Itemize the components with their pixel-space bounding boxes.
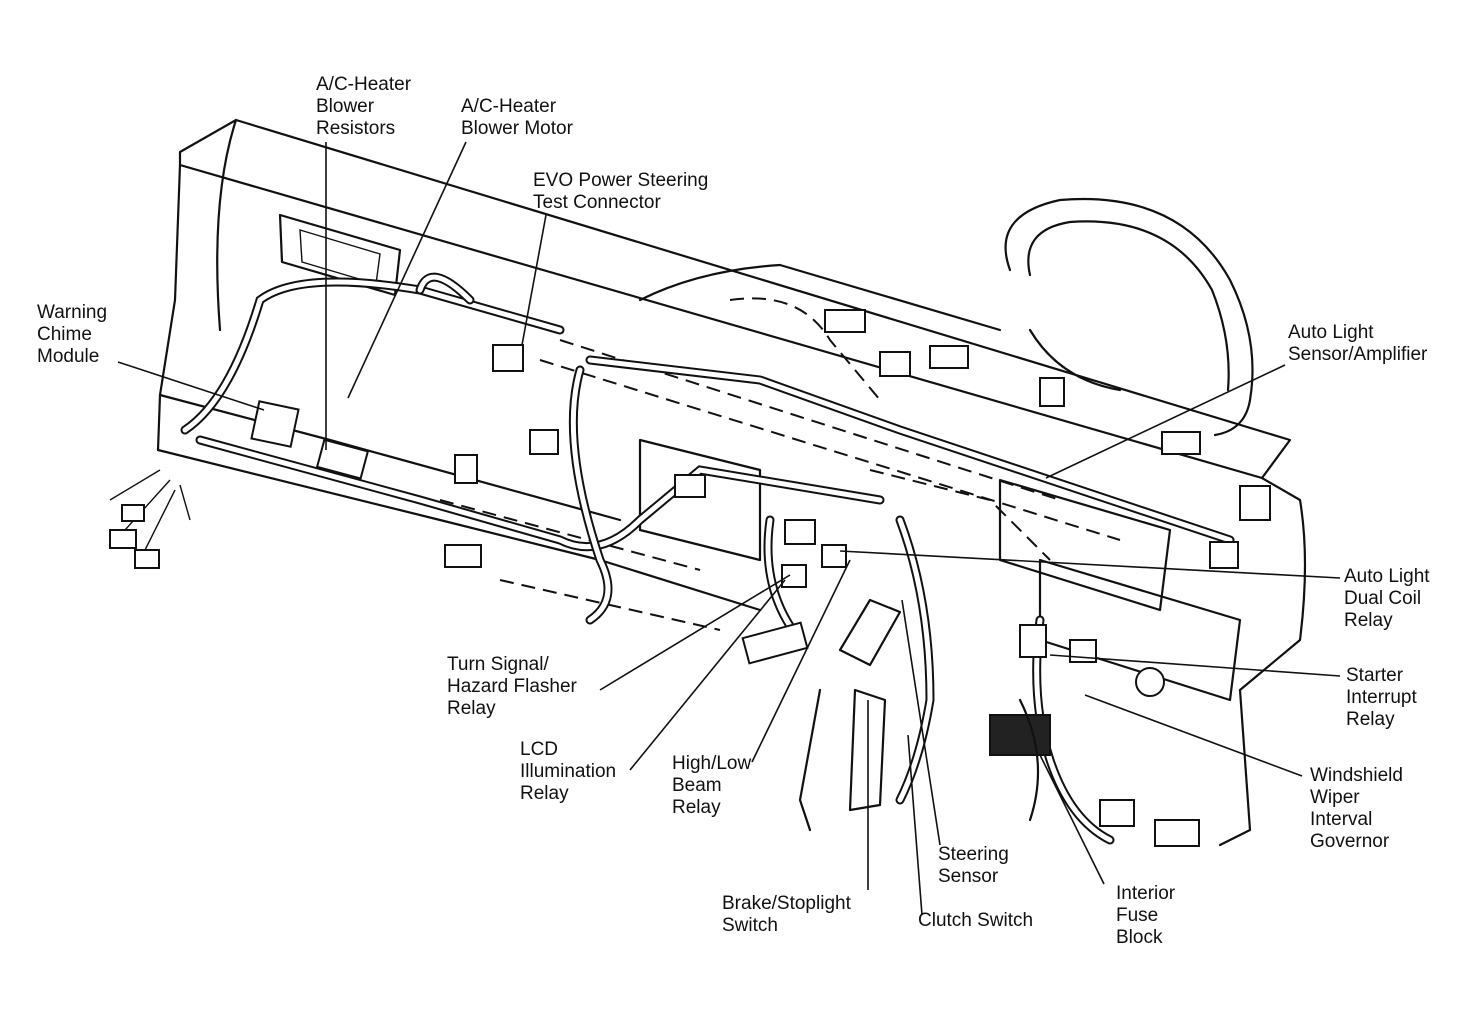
label-evo-test-connector: EVO Power Steering Test Connector xyxy=(533,170,709,213)
label-high-low-beam-relay: High/Low Beam Relay xyxy=(672,753,752,818)
label-turn-signal-relay: Turn Signal/ Hazard Flasher Relay xyxy=(447,654,577,719)
wiring-harness xyxy=(109,272,1235,845)
leader-lines xyxy=(117,141,1341,916)
components xyxy=(109,309,1271,847)
label-auto-light-relay: Auto Light Dual Coil Relay xyxy=(1344,566,1430,631)
label-steering-sensor: Steering Sensor xyxy=(938,844,1009,887)
label-blower-motor: A/C-Heater Blower Motor xyxy=(461,96,573,139)
label-warning-chime-module: Warning Chime Module xyxy=(37,302,108,367)
steering-wheel xyxy=(1004,198,1254,437)
label-blower-resistors: A/C-Heater Blower Resistors xyxy=(316,74,412,139)
dashboard-outline xyxy=(156,118,1307,847)
label-wiper-interval-governor: Windshield Wiper Interval Governor xyxy=(1310,765,1403,852)
cluster-outline xyxy=(439,297,1121,631)
label-clutch-switch: Clutch Switch xyxy=(918,910,1034,931)
label-auto-light-sensor: Auto Light Sensor/Amplifier xyxy=(1288,322,1428,365)
label-starter-interrupt-relay: Starter Interrupt Relay xyxy=(1346,665,1417,730)
label-lcd-illumination-relay: LCD Illumination Relay xyxy=(520,739,617,804)
label-brake-stoplight-switch: Brake/Stoplight Switch xyxy=(722,893,851,936)
label-interior-fuse-block: Interior Fuse Block xyxy=(1116,883,1176,948)
